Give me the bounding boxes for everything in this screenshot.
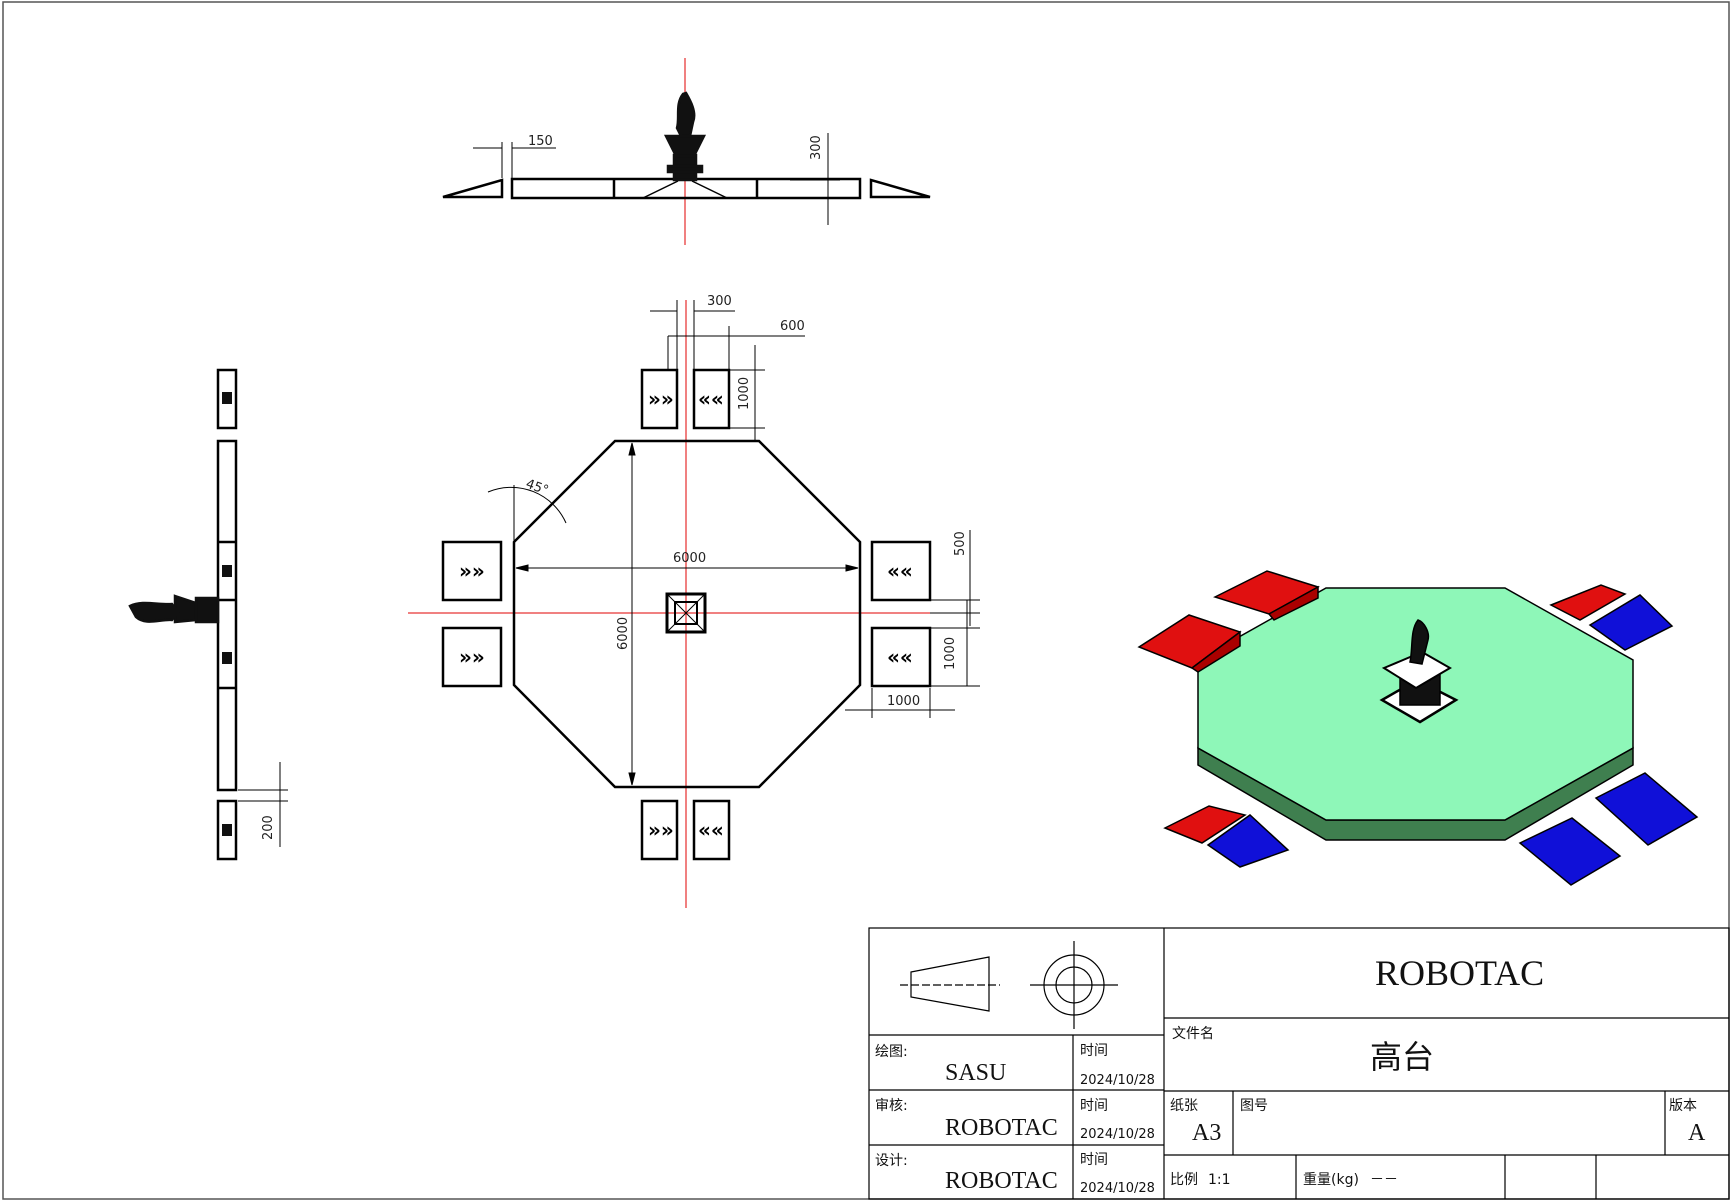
dim-1000-ramp-label: 1000 (737, 377, 752, 410)
dim-600-label: 600 (780, 319, 805, 334)
dim-150-label: 150 (528, 134, 553, 149)
ramp-symbol: »» (648, 818, 674, 842)
plan-octagon-platform (512, 439, 862, 789)
ramp-top-right (692, 368, 731, 430)
designed-by: ROBOTAC (945, 1168, 1058, 1194)
dim-200-label: 200 (261, 815, 276, 840)
ramp-bottom-right (692, 799, 731, 861)
left-tower-figure (128, 594, 220, 624)
scale-label: 比例 (1170, 1172, 1198, 1188)
paper-size: A3 (1192, 1120, 1221, 1146)
plan-ramps (441, 368, 932, 861)
title-block (868, 927, 1730, 1200)
ramp-symbol: »» (459, 645, 485, 669)
weight: －－ (1370, 1172, 1398, 1188)
time-label: 时间 (1080, 1098, 1108, 1114)
ramp-symbol: «« (698, 818, 724, 842)
ramp-symbol: »» (648, 387, 674, 411)
plan-center-tower (665, 592, 707, 634)
dim-angle-label: 45° (524, 477, 551, 499)
projection-symbol (900, 941, 1118, 1029)
ramp-symbol: «« (887, 559, 913, 583)
ramp-bottom-left (640, 799, 679, 861)
ramp-left-bottom (441, 626, 503, 688)
dim-6000-v-label: 6000 (616, 617, 631, 650)
dim-300-side-label: 300 (809, 135, 824, 160)
file-name: 高台 (1370, 1038, 1434, 1076)
version: A (1688, 1120, 1706, 1146)
version-label: 版本 (1669, 1098, 1697, 1114)
ramp-symbol: «« (887, 645, 913, 669)
time-label: 时间 (1080, 1152, 1108, 1168)
date: 2024/10/28 (1080, 1127, 1155, 1142)
drawing-no-label: 图号 (1240, 1098, 1268, 1114)
paper-label: 纸张 (1170, 1098, 1198, 1114)
iso-ramps-blue (1206, 594, 1699, 886)
dim-300-side (790, 133, 840, 225)
title-block-text: ROBOTAC 文件名 高台 绘图: SASU 时间 2024/10/28 审核… (875, 953, 1706, 1196)
ramp-symbol: »» (459, 559, 485, 583)
date: 2024/10/28 (1080, 1181, 1155, 1196)
company-name: ROBOTAC (1375, 953, 1544, 993)
front-platform (510, 177, 862, 200)
front-tower-figure (663, 91, 707, 182)
left-ramp-bottom (216, 799, 238, 861)
drawn-by: SASU (945, 1060, 1006, 1086)
iso-tower-figure (1379, 619, 1459, 724)
weight-label: 重量(kg) (1303, 1172, 1359, 1188)
top-view: »» «« »» «« »» »» «« «« (408, 294, 980, 908)
dim-300-top-label: 300 (707, 294, 732, 309)
drawn-label: 绘图: (875, 1044, 908, 1060)
front-view (442, 58, 931, 245)
checked-by: ROBOTAC (945, 1115, 1058, 1141)
design-label: 设计: (875, 1153, 908, 1169)
left-view (128, 368, 288, 861)
front-left-ramp (442, 178, 504, 199)
ramp-symbol: «« (698, 387, 724, 411)
ramp-right-top (870, 540, 932, 602)
isometric-view (1137, 570, 1699, 886)
scale: 1:1 (1208, 1172, 1231, 1188)
dim-1000-right-label: 1000 (943, 637, 958, 670)
iso-ramps-red (1137, 570, 1627, 844)
dim-150 (473, 142, 556, 178)
front-right-ramp (869, 178, 931, 199)
dim-1000-bottom-label: 1000 (887, 694, 920, 709)
title-block-frame (868, 927, 1730, 1200)
left-ramp-top (216, 368, 238, 430)
ramp-left-top (441, 540, 503, 602)
date: 2024/10/28 (1080, 1073, 1155, 1088)
file-name-label: 文件名 (1172, 1026, 1214, 1042)
left-platform (216, 439, 238, 792)
time-label: 时间 (1080, 1043, 1108, 1059)
checked-label: 审核: (875, 1098, 908, 1114)
ramp-top-left (640, 368, 679, 430)
ramp-right-bottom (870, 626, 932, 688)
dim-6000-h-label: 6000 (673, 551, 706, 566)
dim-500-label: 500 (953, 531, 968, 556)
